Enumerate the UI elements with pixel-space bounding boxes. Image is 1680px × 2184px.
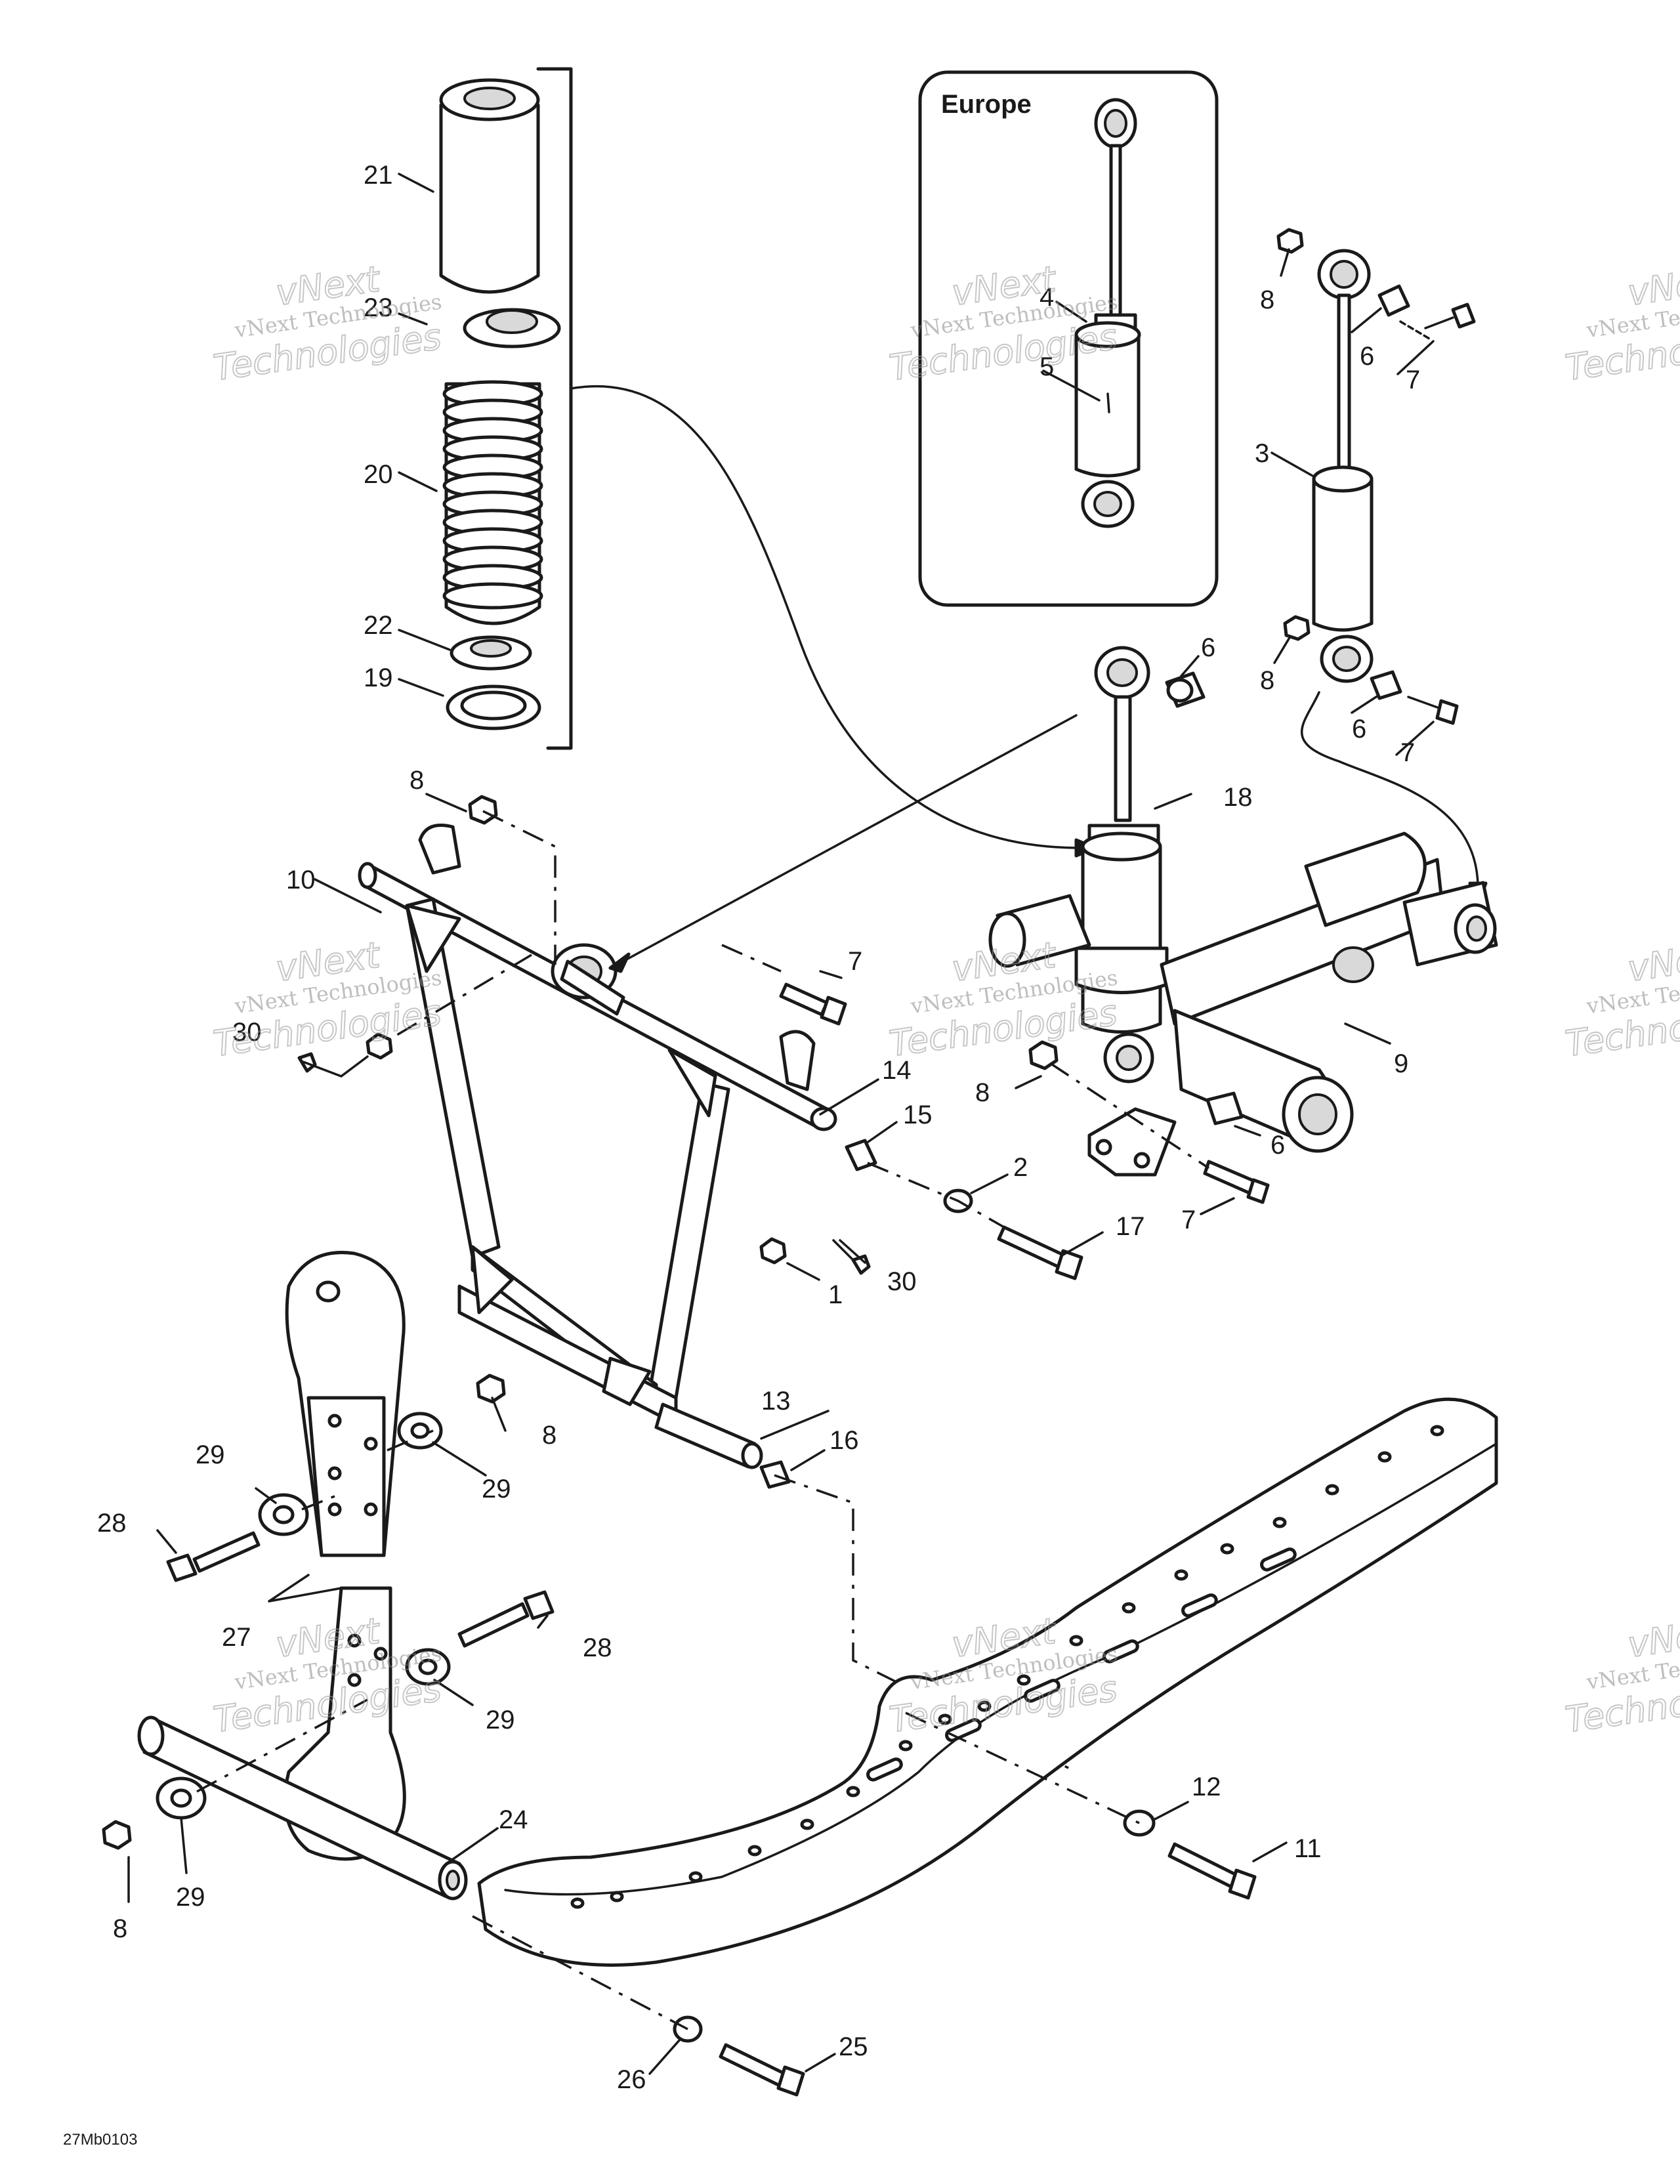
slide-rail (472, 1397, 1498, 2097)
callout-18: 18 (1223, 783, 1253, 812)
spring-assembly (439, 67, 1097, 858)
callout-11: 11 (1294, 1834, 1322, 1863)
spring-seat-23 (463, 308, 561, 348)
rail-hole (688, 1871, 703, 1883)
rail-slot (1102, 1639, 1139, 1664)
callout-10: 10 (286, 866, 316, 894)
callout-27: 27 (222, 1623, 251, 1652)
callout-16: 16 (830, 1426, 859, 1455)
callout-2: 2 (1013, 1153, 1028, 1182)
callout-29d: 29 (176, 1883, 205, 1912)
watermark-9: vNext vNext Technologies Technologies (1562, 1609, 1680, 1741)
rail-hole (570, 1897, 585, 1909)
rail-hole (1325, 1484, 1339, 1496)
rail-slot (1181, 1593, 1218, 1618)
assembly-arrow (570, 385, 1078, 849)
leader-lines (127, 173, 1435, 2075)
callout-13: 13 (761, 1387, 791, 1416)
callout-7d: 7 (848, 947, 862, 976)
callout-9: 9 (1394, 1049, 1408, 1078)
shock-absorber-3 (1276, 228, 1488, 906)
link-27 (283, 1251, 406, 1861)
watermark-3: vNext vNext Technologies Technologies (1562, 257, 1680, 389)
callout-29c: 29 (486, 1706, 515, 1734)
callout-6d: 6 (1270, 1131, 1285, 1160)
europe-inset: Europe (918, 70, 1219, 607)
callout-4: 4 (1040, 283, 1054, 312)
coil-spring-20 (442, 380, 543, 625)
callout-25: 25 (839, 2032, 868, 2061)
drawing-code: 27Mb0103 (63, 2131, 137, 2149)
callout-6c: 6 (1201, 633, 1215, 662)
spring-cover-21 (439, 78, 540, 294)
callout-20: 20 (364, 460, 393, 489)
rail-hole (1220, 1543, 1234, 1555)
callout-24: 24 (499, 1805, 528, 1834)
callout-29a: 29 (196, 1440, 225, 1469)
callout-8b: 8 (1260, 666, 1274, 695)
callout-17: 17 (1116, 1212, 1145, 1241)
callout-14: 14 (882, 1056, 912, 1085)
callout-labels: 21 23 20 22 19 4 5 3 8 6 7 8 6 7 6 18 9 … (97, 161, 1420, 2094)
rail-hole (800, 1818, 814, 1830)
rear-arm-10 (297, 714, 1083, 1773)
callout-22: 22 (364, 611, 393, 640)
callout-7b: 7 (1400, 738, 1415, 767)
callout-21: 21 (364, 161, 393, 190)
front-arm-9 (988, 831, 1498, 1204)
callout-15: 15 (903, 1101, 933, 1129)
rail-hole (1377, 1451, 1392, 1463)
rail-hole (1430, 1425, 1444, 1437)
link-fasteners (102, 1374, 555, 1850)
rail-hole (1174, 1569, 1188, 1581)
rail-hole (1272, 1517, 1287, 1528)
shock-absorber-europe (1074, 98, 1141, 528)
callout-30b: 30 (887, 1267, 917, 1296)
rail-hole (1122, 1602, 1136, 1614)
rail-hole (977, 1700, 992, 1712)
rail-slot (1260, 1547, 1297, 1572)
callout-5: 5 (1040, 352, 1054, 381)
spring-coil-turn (442, 582, 543, 610)
rail-hole (1069, 1635, 1083, 1647)
rail-hole (938, 1713, 952, 1725)
watermark-6: vNext vNext Technologies Technologies (1562, 933, 1680, 1065)
callout-12: 12 (1192, 1773, 1221, 1801)
callout-28a: 28 (97, 1509, 127, 1538)
callout-29b: 29 (482, 1475, 511, 1503)
rail-slot (866, 1757, 903, 1782)
callout-28b: 28 (583, 1633, 612, 1662)
rail-hole (610, 1891, 624, 1902)
group-bracket (536, 67, 573, 750)
callout-1: 1 (828, 1280, 843, 1309)
shock-absorber-18 (1074, 646, 1206, 1083)
callout-8c: 8 (975, 1078, 990, 1107)
callout-8a: 8 (1260, 285, 1274, 314)
callout-7a: 7 (1406, 366, 1420, 394)
rail-hole (747, 1845, 762, 1857)
rail-hole (898, 1740, 913, 1752)
watermark-1: vNext vNext Technologies Technologies (210, 257, 444, 389)
inset-title: Europe (941, 90, 1032, 119)
rail-hole (846, 1786, 860, 1797)
watermarks: vNext vNext Technologies Technologies vN… (210, 257, 1680, 1741)
callout-19: 19 (364, 663, 393, 692)
callout-3: 3 (1255, 439, 1269, 468)
callout-6a: 6 (1360, 342, 1374, 371)
callout-23: 23 (364, 293, 393, 322)
spring-seat-22 (450, 635, 532, 671)
callout-26: 26 (617, 2065, 646, 2094)
callout-7c: 7 (1181, 1206, 1196, 1234)
callout-8f: 8 (113, 1914, 127, 1943)
callout-8d: 8 (410, 766, 424, 795)
watermark-4: vNext vNext Technologies Technologies (210, 933, 444, 1065)
shaft-24 (137, 1715, 468, 1900)
callout-6b: 6 (1352, 715, 1366, 744)
callout-8e: 8 (542, 1421, 556, 1450)
rail-slot (1024, 1679, 1060, 1703)
callout-30a: 30 (232, 1018, 262, 1047)
rail-hole (1017, 1674, 1031, 1686)
ring-19 (446, 684, 541, 730)
